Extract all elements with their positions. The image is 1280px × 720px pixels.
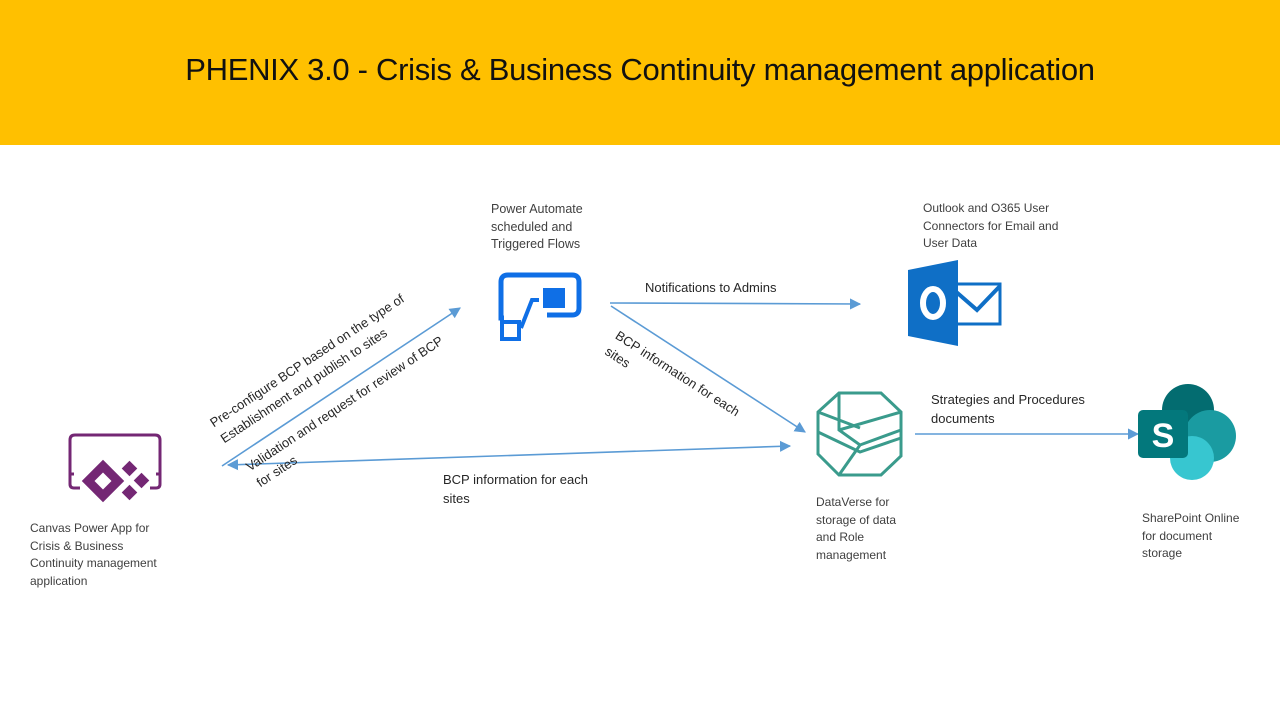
- dataverse-label: DataVerse for storage of data and Role m…: [816, 495, 897, 562]
- arrow-bcp-info-app-dataverse: [226, 440, 792, 471]
- edge-label-notifications: Notifications to Admins: [645, 280, 777, 295]
- outlook-icon: [908, 260, 1002, 346]
- power-automate-node[interactable]: [495, 270, 587, 344]
- title-banner: PHENIX 3.0 - Crisis & Business Continuit…: [0, 0, 1280, 145]
- power-apps-icon: [68, 433, 162, 503]
- sharepoint-node[interactable]: S: [1136, 384, 1240, 484]
- page-title: PHENIX 3.0 - Crisis & Business Continuit…: [185, 52, 1095, 87]
- sharepoint-label: SharePoint Online for document storage: [1142, 511, 1240, 560]
- arrow-bcp-info-flow-dataverse: [610, 305, 806, 433]
- edge-label-strategies: Strategies and Procedures documents: [931, 392, 1085, 426]
- sharepoint-icon: S: [1138, 384, 1236, 480]
- outlook-label: Outlook and O365 User Connectors for Ema…: [923, 201, 1059, 250]
- power-apps-label: Canvas Power App for Crisis & Business C…: [30, 521, 157, 588]
- power-automate-icon: [498, 272, 582, 341]
- dataverse-icon: [816, 391, 903, 477]
- power-automate-label: Power Automate scheduled and Triggered F…: [491, 202, 583, 251]
- sharepoint-s-glyph: S: [1152, 417, 1175, 455]
- arrow-notifications: [609, 298, 862, 310]
- dataverse-node[interactable]: [815, 390, 903, 478]
- arrow-preconfigure: [221, 307, 461, 467]
- power-apps-node[interactable]: [66, 432, 164, 512]
- outlook-node[interactable]: [906, 258, 1006, 348]
- edge-label-bcp-info-app-dataverse: BCP information for each sites: [443, 472, 588, 506]
